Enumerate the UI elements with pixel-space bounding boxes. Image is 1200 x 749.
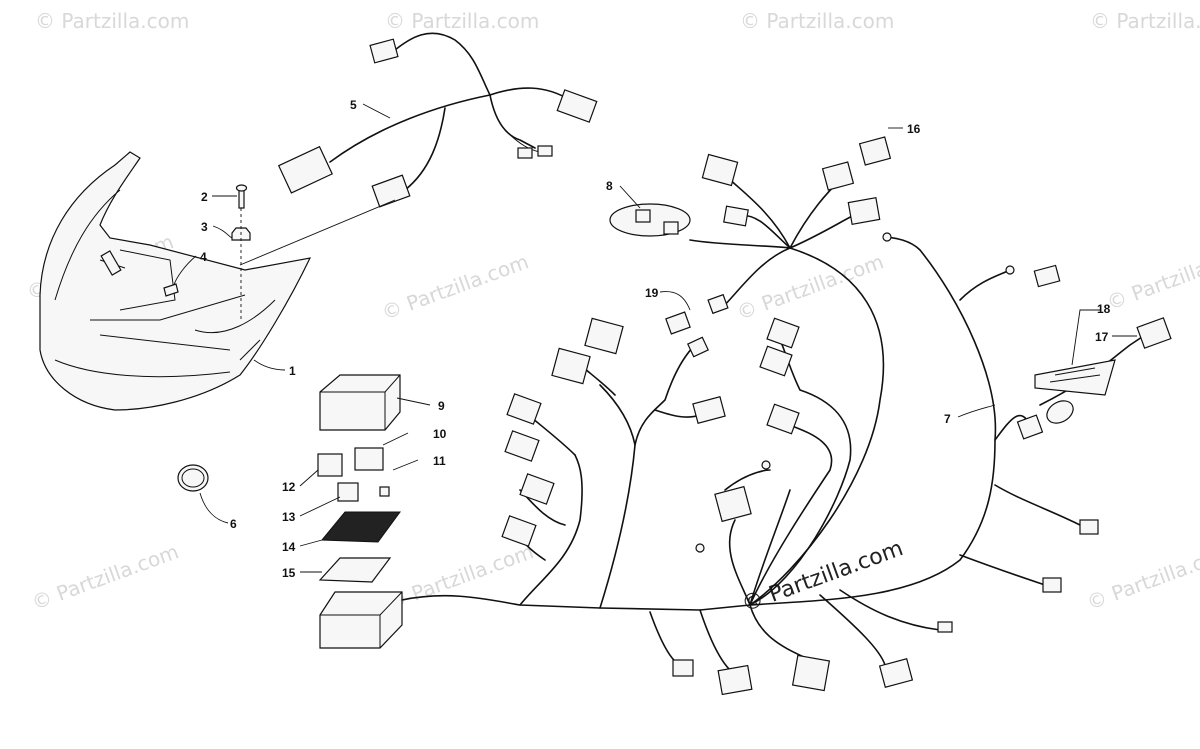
watermark: © Partzilla.com [1084,539,1200,614]
callout-2: 2 [201,190,208,204]
fuse-block [319,591,403,649]
watermark: © Partzilla.com [35,9,189,33]
relay [354,447,384,471]
callout-14: 14 [282,540,296,554]
fuse [379,486,390,497]
snap-ring [177,464,209,492]
callout-16: 16 [907,122,921,136]
watermark: © Partzilla.com [740,9,894,33]
headlight-housing [39,151,312,411]
watermark: © Partzilla.com [1104,239,1200,314]
screw [238,189,245,209]
fuse-label [320,511,401,543]
callout-6: 6 [230,517,237,531]
relay-cover [319,374,401,431]
mini-relay [337,482,359,502]
callout-10: 10 [433,427,447,441]
harness-connectors [501,136,1172,696]
callout-18: 18 [1097,302,1111,316]
micro-relay [317,453,343,477]
callout-11: 11 [433,454,446,468]
callout-12: 12 [282,480,296,494]
callout-5: 5 [350,98,357,112]
mounting-hardware [163,184,251,320]
leader-lines [173,103,1137,573]
gasket [318,557,392,583]
fuse-box-assembly [317,374,403,649]
callout-8: 8 [606,179,613,193]
callout-4: 4 [200,250,207,264]
headlight-harness [239,32,598,266]
callout-1: 1 [289,364,296,378]
watermark: © Partzilla.com [385,9,539,33]
clip [163,283,179,297]
callout-3: 3 [201,220,208,234]
watermark: © Partzilla.com [29,539,182,614]
callout-13: 13 [282,510,296,524]
label-card [1034,359,1116,396]
callout-9: 9 [438,399,445,413]
watermark: © Partzilla.com [734,249,887,324]
watermark: © Partzilla.com [379,249,532,324]
watermark: © Partzilla.com [1090,9,1200,33]
callout-15: 15 [282,566,296,580]
callout-19: 19 [645,286,659,300]
callout-17: 17 [1095,330,1109,344]
callout-labels: 1 2 3 4 5 6 7 8 9 10 11 12 13 14 15 16 1… [200,98,1111,580]
callout-7: 7 [944,412,951,426]
